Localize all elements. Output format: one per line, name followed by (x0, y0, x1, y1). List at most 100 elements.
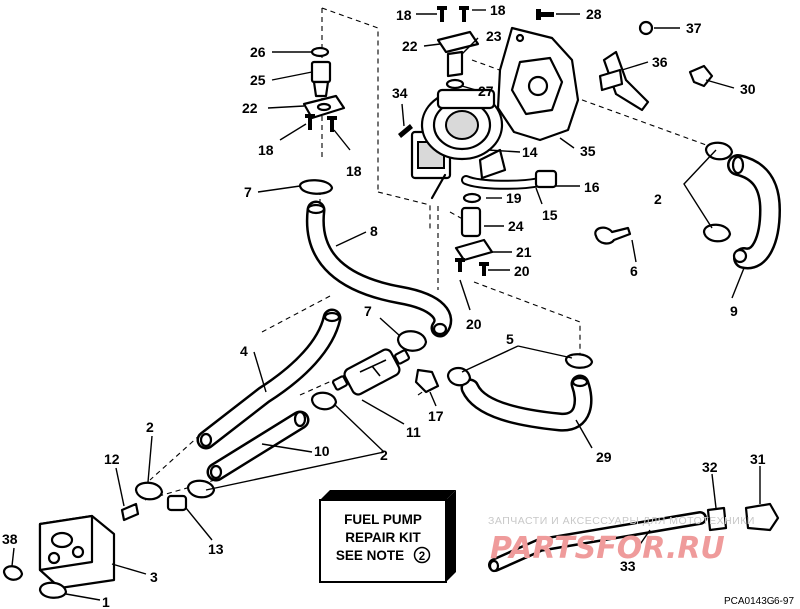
callout-31: 31 (750, 451, 766, 467)
gasket-22-top (436, 30, 480, 54)
note-line-1: FUEL PUMP (344, 512, 422, 527)
small-parts (2, 6, 780, 599)
callout-15: 15 (542, 207, 558, 223)
clamp-7-middle (396, 330, 428, 352)
fitting-23 (446, 50, 464, 78)
callout-36: 36 (652, 54, 668, 70)
callout-25: 25 (250, 72, 266, 88)
hose-33 (488, 511, 707, 573)
callout-2-right: 2 (654, 191, 662, 207)
plug-12 (120, 502, 140, 522)
screw-20-a (455, 258, 465, 272)
callout-19: 19 (506, 190, 522, 206)
callout-numbers: 26 25 22 18 18 7 8 18 18 22 23 27 28 37 … (2, 2, 766, 609)
screw-28 (536, 9, 554, 20)
watermark-caption: ЗАПЧАСТИ И АКСЕССУАРЫ ДЛЯ МОТОТЕХНИКИ (488, 515, 755, 527)
gasket-21 (454, 238, 494, 262)
callout-8: 8 (370, 223, 378, 239)
watermark-brand: PARTSFOR.RU (490, 531, 725, 566)
callout-37: 37 (686, 20, 702, 36)
callout-34: 34 (392, 85, 408, 101)
clamp-32 (706, 506, 728, 532)
clamp-2-upper (704, 141, 734, 161)
filter-housing-3 (38, 514, 116, 590)
hose-8 (305, 200, 453, 338)
screw-18-left-a (305, 114, 315, 130)
callout-21: 21 (516, 244, 532, 260)
clamp-2-lower-mid (186, 479, 216, 499)
nut-38 (2, 565, 24, 581)
callout-18-left-a: 18 (258, 142, 274, 158)
note-number: 2 (419, 551, 425, 563)
bracket-35 (496, 26, 580, 142)
callout-11: 11 (406, 424, 421, 440)
callout-24: 24 (508, 218, 524, 234)
watermark: ЗАПЧАСТИ И АКСЕССУАРЫ ДЛЯ МОТОТЕХНИКИ PA… (488, 515, 755, 566)
repair-kit-note-box: FUEL PUMP REPAIR KIT SEE NOTE 2 (319, 490, 456, 583)
screw-18-top-b (459, 6, 469, 22)
callout-6: 6 (630, 263, 638, 279)
callout-3: 3 (150, 569, 158, 585)
clamp-2-lower (702, 223, 732, 243)
callout-32: 32 (702, 459, 718, 475)
clip-1 (38, 581, 68, 599)
clamp-7-upper (298, 179, 334, 195)
clamp-2-lower-left (134, 481, 164, 501)
callout-38: 38 (2, 531, 18, 547)
callout-33: 33 (620, 558, 636, 574)
o-ring-19 (462, 192, 482, 204)
fitting-31 (744, 502, 780, 532)
callout-28: 28 (586, 6, 602, 22)
hose-10 (206, 410, 310, 482)
callout-26: 26 (250, 44, 266, 60)
callout-27: 27 (478, 83, 494, 99)
o-ring-26 (310, 46, 330, 58)
callout-20-b: 20 (466, 316, 482, 332)
callout-23: 23 (486, 28, 502, 44)
callout-1: 1 (102, 594, 110, 609)
screw-18-left-b (327, 116, 337, 132)
connector-17 (414, 368, 440, 394)
callout-18-top-b: 18 (490, 2, 506, 18)
note-number-circle (413, 546, 431, 564)
callout-22-top: 22 (402, 38, 418, 54)
callout-4: 4 (240, 343, 248, 359)
screw-18-top-a (437, 6, 447, 22)
callout-7-middle: 7 (364, 303, 372, 319)
leader-lines (11, 9, 761, 601)
callout-18-left-b: 18 (346, 163, 362, 179)
filter-11 (331, 348, 411, 396)
screw-20-b (479, 262, 489, 276)
bracket-36 (598, 50, 650, 112)
note-line-3: SEE NOTE (336, 548, 404, 563)
callout-13: 13 (208, 541, 224, 557)
callout-2-left: 2 (146, 419, 154, 435)
fitting-30 (688, 64, 714, 88)
callout-18-top-a: 18 (396, 7, 412, 23)
fitting-25 (310, 60, 332, 84)
callout-35: 35 (580, 143, 596, 159)
callout-7-upper: 7 (244, 184, 252, 200)
callout-17: 17 (428, 408, 444, 424)
callout-22-left: 22 (242, 100, 258, 116)
nut-37 (638, 20, 654, 36)
hose-29 (460, 374, 593, 432)
callout-14: 14 (522, 144, 538, 160)
clip-6 (594, 226, 632, 245)
callout-20-a: 20 (514, 263, 530, 279)
drawing-code-date: 6-97 (774, 596, 794, 607)
o-ring-27 (445, 78, 465, 90)
callout-30: 30 (740, 81, 756, 97)
callout-5: 5 (506, 331, 514, 347)
fuel-pump-14 (410, 88, 558, 200)
callout-16: 16 (584, 179, 600, 195)
hose-9 (727, 154, 782, 270)
hose-4 (196, 308, 342, 450)
clamp-5-right (564, 353, 594, 369)
callout-12: 12 (104, 451, 120, 467)
fitting-24 (460, 206, 482, 238)
clamp-5-left (446, 366, 472, 387)
callout-10: 10 (314, 443, 330, 459)
